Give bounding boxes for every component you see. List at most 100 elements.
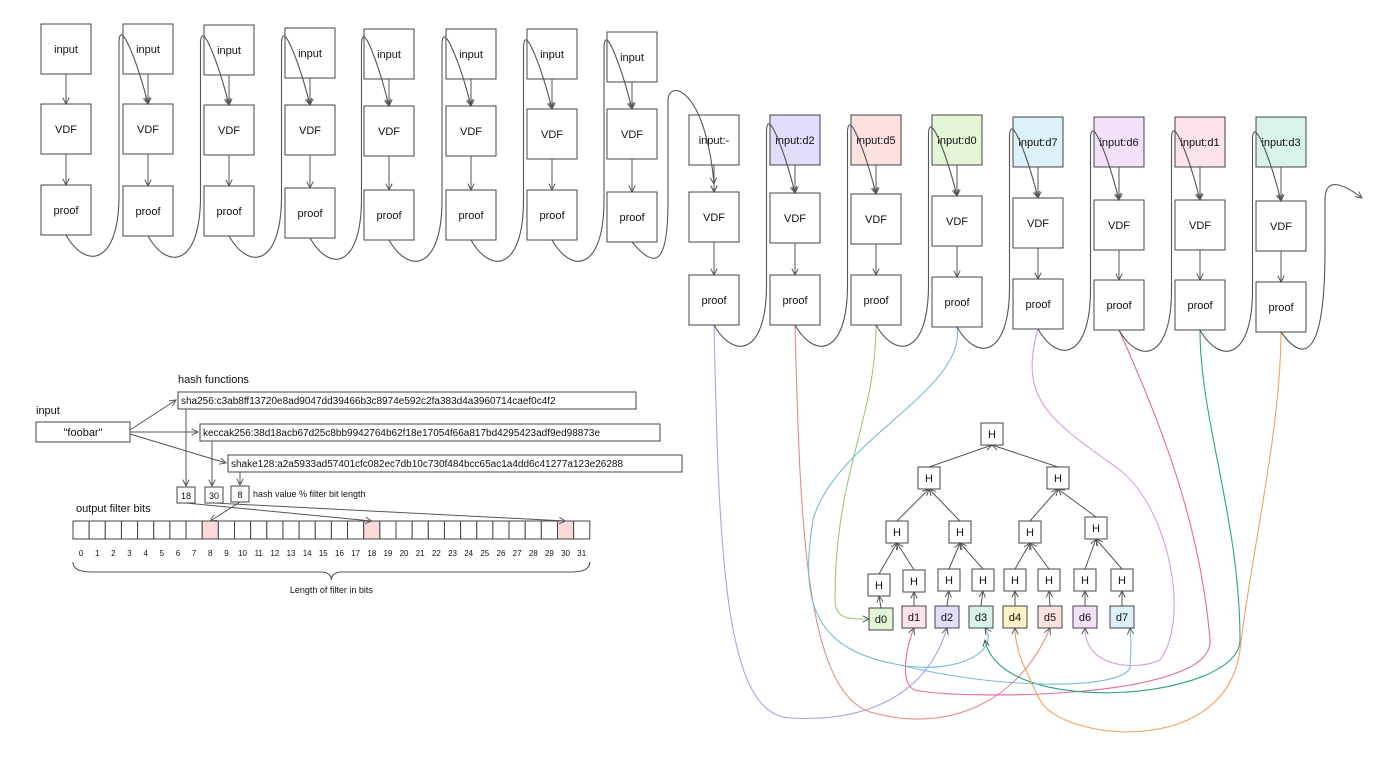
vdf-box: VDF [526,108,578,160]
proof-box-label: proof [376,210,402,222]
data-wire [808,326,989,668]
leaf-node: d7 [1109,605,1135,629]
data-input-box: input:d2 [769,114,821,166]
data-input-box: input:d6 [1093,116,1145,168]
vdf-box: VDF [688,191,740,243]
input-box-label: input [540,49,564,61]
bit-index-label: 15 [319,549,328,558]
bit-cell [443,520,462,540]
bit-cell [250,520,268,540]
leaf-node: d6 [1072,605,1098,629]
leaf-node-label: d6 [1079,612,1091,624]
data-input-box-label: input:d0 [937,135,976,147]
vdf-box-label: VDF [1270,221,1292,233]
vdf-box: VDF [850,193,902,245]
hash-node-label: H [1081,575,1089,587]
hash-node: H [1073,568,1097,592]
bit-index-label: 4 [143,549,148,558]
bit-index-label: 13 [287,549,296,558]
bit-index-label: 26 [497,549,506,558]
proof-box: proof [122,185,174,237]
hash-node-label: H [875,580,883,592]
leaf-to-hash-arrow [947,591,949,607]
vdf-box-label: VDF [137,124,159,136]
hash-output-text: sha256:c3ab8ff13720e8ad9047dd39466b3c897… [181,396,556,407]
vdf-box-label: VDF [946,216,968,228]
hash-node-label: H [1054,473,1062,485]
tree-edge-arrow [960,543,984,570]
data-input-box: input:d3 [1255,116,1307,168]
chain-connector [147,35,229,258]
colored-data-wires [713,324,1282,733]
bit-cell [395,520,413,540]
proof-box: proof [850,274,902,326]
hash-functions-title: hash functions [178,374,249,386]
chain-connector [228,35,310,258]
data-input-box: input:d0 [931,114,983,166]
input-box-label: input [459,49,483,61]
tree-edge-arrow [897,543,915,571]
input-box: input [363,28,415,80]
proof-box: proof [40,184,92,236]
hash-node: H [980,422,1004,446]
bit-cell [217,520,236,540]
tree-edge-arrow [1029,489,1058,522]
tree-edge-arrow [1058,489,1097,518]
bit-cell [427,520,445,540]
leaf-node-label: d0 [875,614,887,626]
bit-index-label: 7 [192,549,197,558]
proof-box-label: proof [53,205,79,217]
bit-index-label: 24 [464,549,473,558]
data-wire [1015,331,1282,733]
bit-index-label: 30 [561,549,570,558]
mod-value: 18 [181,491,191,501]
proof-box-label: proof [619,212,645,224]
proof-box-label: proof [297,208,323,220]
proof-box-label: proof [1106,300,1132,312]
input-box-label: input [620,52,644,64]
bit-cell [266,520,284,540]
leaf-node-label: d4 [1009,612,1021,624]
proof-box: proof [284,187,336,239]
vdf-box-label: VDF [460,126,482,138]
proof-box-label: proof [135,206,161,218]
leaf-node-label: d1 [908,612,920,624]
proof-box-label: proof [1268,302,1294,314]
vdf-box: VDF [363,105,415,157]
hash-output-box [177,391,637,410]
hash-node-label: H [910,576,918,588]
hash-node-label: H [925,473,933,485]
leaf-to-hash-arrow [981,591,983,607]
vdf-box-label: VDF [703,212,725,224]
bit-index-label: 12 [270,549,279,558]
input-box-label: input [136,44,160,56]
vdf-box: VDF [606,108,658,160]
tree-edge-arrow [948,543,960,570]
proof-box-label: proof [1187,300,1213,312]
vdf-box-label: VDF [784,213,806,225]
chain-connector [794,124,876,347]
hash-output-text: keccak256:38d18acb67d25c8bb9942764b62f18… [203,428,600,439]
hash-node: H [885,520,909,544]
chain-connector [551,39,632,262]
bit-cell [104,520,122,540]
hash-node-label: H [956,527,964,539]
tree-edge-arrow [878,543,897,575]
input-box: input [122,23,174,75]
input-title: input [36,405,60,417]
chain-connector [1118,130,1200,352]
mod-value: 30 [209,491,219,501]
vdf-box-label: VDF [621,129,643,141]
vdf-box-label: VDF [1027,218,1049,230]
leaf-to-hash-arrow [1049,591,1050,607]
hash-node: H [1037,568,1061,592]
hash-node-label: H [1045,575,1053,587]
input-to-hash-arrow [129,433,226,463]
tree-edge-arrow [1084,539,1096,570]
data-wire [794,324,1050,720]
bit-index-label: 31 [577,549,586,558]
mod-to-bit-arrow [185,502,372,521]
mod-to-bit-arrow [213,502,566,521]
